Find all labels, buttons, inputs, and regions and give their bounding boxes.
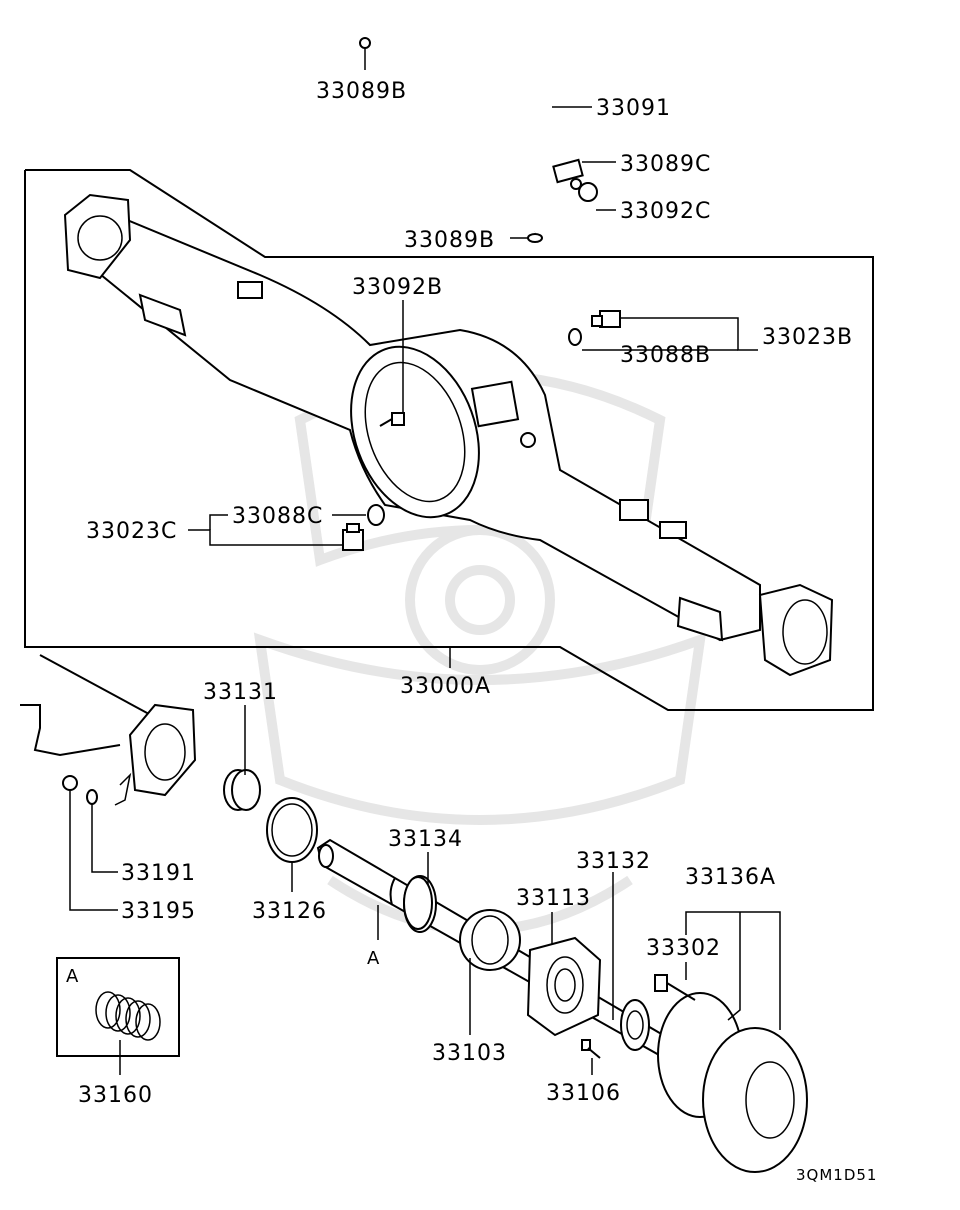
snap-rings-33160 (95, 991, 161, 1041)
label-33088B: 33088B (620, 343, 711, 368)
bearing-33103 (471, 915, 509, 965)
retainer-33113 (554, 968, 576, 1002)
label-33092B: 33092B (352, 275, 443, 300)
label-33113: 33113 (516, 886, 591, 911)
label-33160: 33160 (78, 1083, 153, 1108)
o-ring-33126 (266, 797, 318, 863)
nut-33195 (62, 775, 78, 791)
bolt-33092B (379, 412, 405, 427)
washer-33191 (86, 789, 98, 805)
label-33023B: 33023B (762, 325, 853, 350)
housing-left-end (20, 654, 197, 806)
clip-33089B-mid (527, 233, 543, 243)
sensor-ring-33134 (403, 876, 433, 930)
o-ring-33126-inner (271, 803, 313, 857)
label-33302: 33302 (646, 936, 721, 961)
ref-a-shaft: A (367, 948, 380, 969)
inset-box-a (56, 957, 180, 1057)
breather-plug-33092C (570, 178, 598, 202)
label-33132: 33132 (576, 849, 651, 874)
bracket-33089C (552, 158, 584, 184)
label-33000A: 33000A (400, 674, 491, 699)
diagram-code: 3QM1D51 (796, 1166, 877, 1184)
bolt-33106 (581, 1039, 601, 1059)
label-33092C: 33092C (620, 199, 711, 224)
label-33195: 33195 (121, 899, 196, 924)
label-33106: 33106 (546, 1081, 621, 1106)
oil-seal-33131 (223, 769, 261, 811)
label-33134: 33134 (388, 827, 463, 852)
plug-33023B (591, 310, 621, 328)
ref-a-box: A (66, 966, 79, 987)
plug-33023C (342, 523, 364, 551)
label-33126: 33126 (252, 899, 327, 924)
label-33091: 33091 (596, 96, 671, 121)
label-33088C: 33088C (232, 504, 323, 529)
label-33136A: 33136A (685, 865, 776, 890)
breather-hose (374, 37, 555, 233)
hub-bolt-33302 (654, 974, 696, 1001)
housing-assembly-outline (24, 169, 874, 711)
label-33103: 33103 (432, 1041, 507, 1066)
label-33089B-top: 33089B (316, 79, 407, 104)
snap-ring (389, 877, 396, 906)
gasket-33088C (367, 504, 385, 526)
label-33191: 33191 (121, 861, 196, 886)
axle-housing (63, 193, 834, 677)
leader-lines (69, 48, 781, 1075)
label-33023C: 33023C (86, 519, 177, 544)
label-33131: 33131 (203, 680, 278, 705)
label-33089C: 33089C (620, 152, 711, 177)
spacer-33132 (626, 1010, 644, 1040)
label-33089B-mid: 33089B (404, 228, 495, 253)
gasket-33088B (568, 328, 582, 346)
clip-33089B-top (359, 37, 371, 49)
